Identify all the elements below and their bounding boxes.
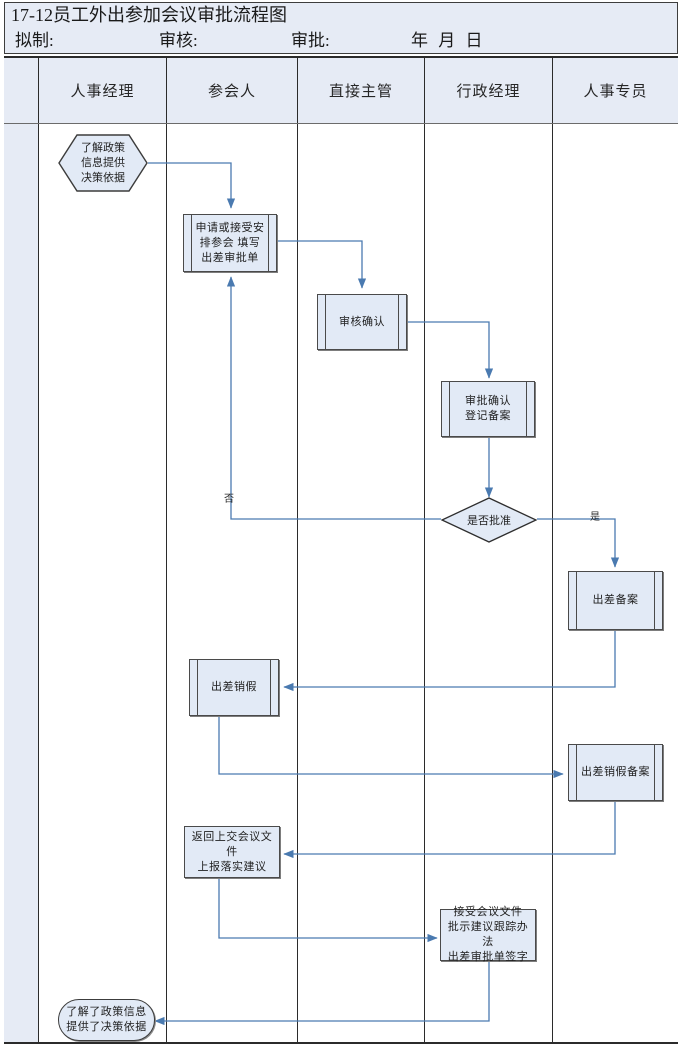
- node-label: 审批确认 登记备案: [465, 395, 511, 422]
- node-label: 了解了政策信息 提供了决策依据: [66, 1006, 147, 1033]
- node-label: 申请或接受安 排参会 填写 出差审批单: [195, 221, 265, 264]
- edge-label-yes: 是: [590, 512, 600, 523]
- edge-label-no: 否: [224, 494, 234, 505]
- node-apply-or-accept-meeting[interactable]: 申请或接受安 排参会 填写 出差审批单: [183, 214, 277, 272]
- node-review-confirm[interactable]: 审核确认: [317, 294, 407, 350]
- node-decision-approved[interactable]: 是否批准: [441, 497, 537, 543]
- lane-header-spacer: [4, 58, 38, 123]
- node-label: 出差备案: [592, 594, 639, 606]
- lane-header-direct-supervisor: 直接主管: [297, 58, 424, 123]
- page-title: 17-12员工外出参加会议审批流程图: [11, 5, 287, 25]
- lane-column-attendee: [166, 124, 297, 1042]
- node-end-policy-understood[interactable]: 了解了政策信息 提供了决策依据: [58, 999, 155, 1041]
- approved-by-label: 审批:: [291, 31, 330, 50]
- lane-header-attendee: 参会人: [166, 58, 297, 123]
- lane-column-admin-manager: [424, 124, 552, 1042]
- node-travel-filing[interactable]: 出差备案: [568, 571, 663, 630]
- prepared-by-label: 拟制:: [15, 31, 54, 50]
- node-travel-checkout[interactable]: 出差销假: [189, 659, 279, 716]
- lane-column-hr-specialist: [552, 124, 678, 1042]
- node-label: 返回上交会议文件 上报落实建议: [191, 830, 273, 873]
- lane-column-spacer: [4, 124, 38, 1042]
- lane-column-direct-supervisor: [297, 124, 424, 1042]
- node-return-meeting-docs[interactable]: 返回上交会议文件 上报落实建议: [184, 826, 280, 878]
- node-label: 出差销假备案: [581, 766, 650, 778]
- swimlane-header-row: 人事经理 参会人 直接主管 行政经理 人事专员: [4, 56, 678, 124]
- lane-header-hr-specialist: 人事专员: [552, 58, 678, 123]
- node-approve-register[interactable]: 审批确认 登记备案: [441, 381, 535, 437]
- node-accept-meeting-docs[interactable]: 接受会议文件 批示建议跟踪办法 出差审批单签字: [440, 906, 536, 963]
- node-label: 出差销假: [211, 681, 257, 693]
- node-label: 审核确认: [339, 315, 385, 328]
- lane-header-admin-manager: 行政经理: [424, 58, 552, 123]
- reviewed-by-label: 审核:: [159, 31, 198, 50]
- node-label: 是否批准: [467, 515, 511, 527]
- lane-column-hr-manager: [38, 124, 166, 1042]
- node-label: 接受会议文件 批示建议跟踪办法 出差审批单签字: [447, 906, 529, 963]
- lane-header-hr-manager: 人事经理: [38, 58, 166, 123]
- node-travel-checkout-filing[interactable]: 出差销假备案: [568, 744, 663, 801]
- date-label: 年 月 日: [411, 31, 486, 50]
- node-label: 了解政策 信息提供 决策依据: [81, 141, 125, 184]
- node-understand-policy[interactable]: 了解政策 信息提供 决策依据: [58, 134, 148, 192]
- title-block: 17-12员工外出参加会议审批流程图 拟制: 审核: 审批: 年 月 日: [4, 2, 678, 54]
- signoff-row: 拟制: 审核: 审批: 年 月 日: [11, 28, 671, 54]
